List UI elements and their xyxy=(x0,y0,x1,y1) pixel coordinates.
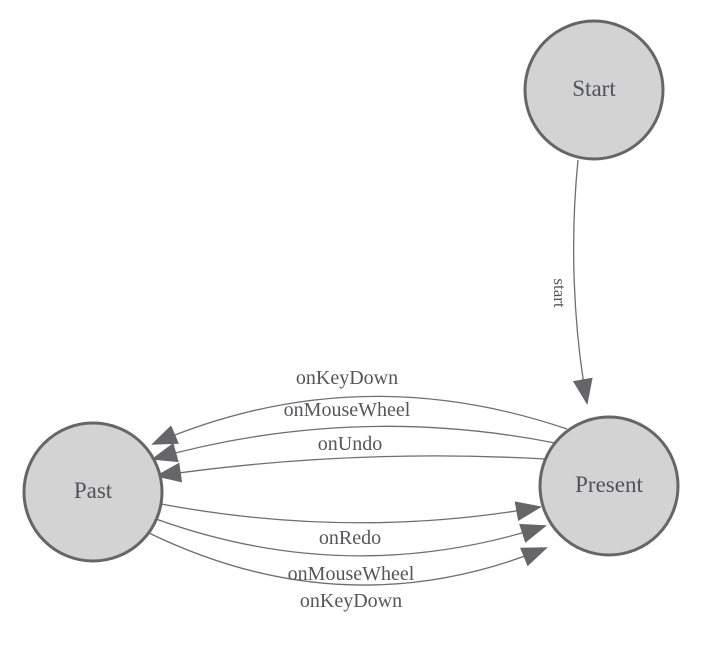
edge-label-group: start onKeyDown onMouseWheel onUndo onRe… xyxy=(284,278,569,612)
edge-label-onmousewheel-top: onMouseWheel xyxy=(284,399,411,421)
edge-past-to-present-onmousewheel xyxy=(155,518,547,557)
edge-group xyxy=(148,159,593,586)
node-present-circle[interactable] xyxy=(538,415,680,557)
edge-label-onredo: onRedo xyxy=(319,527,381,549)
edge-label-onmousewheel-bottom: onMouseWheel xyxy=(288,563,415,585)
edge-label-start: start xyxy=(550,278,569,308)
node-past-circle[interactable] xyxy=(22,421,164,563)
edge-label-onundo: onUndo xyxy=(318,433,382,455)
node-start-circle[interactable] xyxy=(523,19,665,161)
edge-past-to-present-onkeydown xyxy=(148,532,548,586)
node-start[interactable]: Start xyxy=(523,19,665,161)
node-past-label: Past xyxy=(74,478,113,503)
edge-present-to-past-onundo xyxy=(155,455,546,483)
node-past[interactable]: Past xyxy=(22,421,164,563)
node-present-label: Present xyxy=(575,472,643,497)
node-start-label: Start xyxy=(572,76,616,101)
edge-label-onkeydown-top: onKeyDown xyxy=(296,367,398,389)
edge-start-to-present xyxy=(572,159,593,405)
edge-past-to-present-onredo xyxy=(160,501,542,524)
node-present[interactable]: Present xyxy=(538,415,680,557)
edge-present-to-past-onkeydown xyxy=(151,395,568,445)
edge-label-onkeydown-bottom: onKeyDown xyxy=(300,590,402,612)
edge-present-to-past-onmousewheel xyxy=(151,425,556,463)
